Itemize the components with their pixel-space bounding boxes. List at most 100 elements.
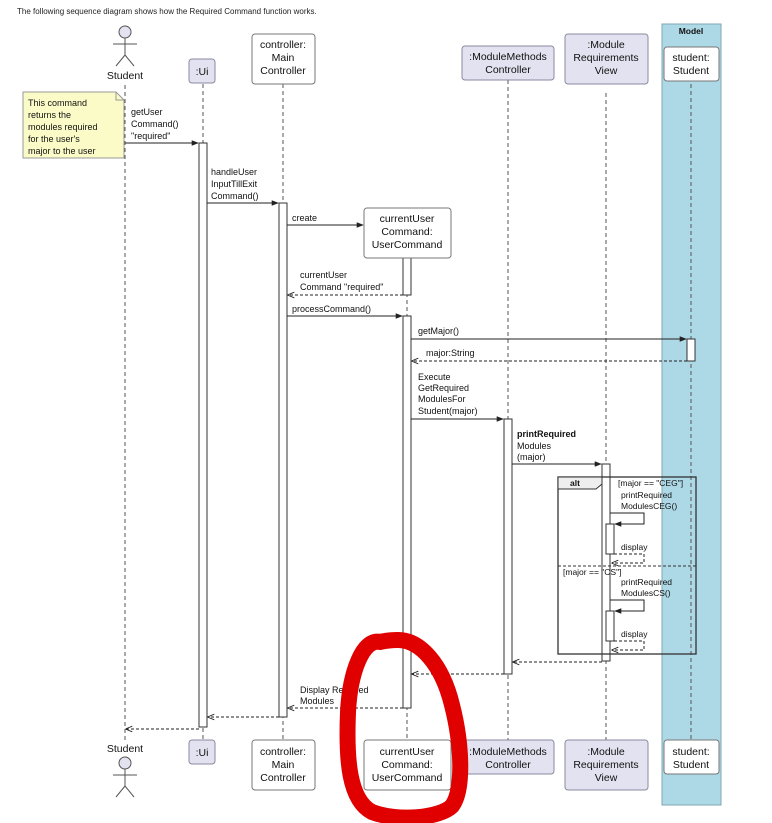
svg-text:GetRequired: GetRequired: [418, 383, 469, 393]
svg-text:student:: student:: [672, 746, 709, 758]
svg-text:printRequired: printRequired: [517, 429, 576, 439]
svg-text:processCommand(): processCommand(): [292, 304, 371, 314]
svg-text:Execute: Execute: [418, 372, 451, 382]
svg-text:[major == "CS"]: [major == "CS"]: [563, 567, 621, 577]
svg-text:display: display: [621, 629, 648, 639]
svg-text:UserCommand: UserCommand: [372, 772, 443, 784]
message-create: create: [287, 213, 364, 228]
svg-text:[major == "CEG"]: [major == "CEG"]: [618, 478, 683, 488]
svg-text:(major): (major): [517, 452, 546, 462]
command-note: This command returns the modules require…: [22, 91, 125, 159]
svg-text:Main: Main: [272, 52, 295, 64]
svg-text:printRequired: printRequired: [621, 490, 672, 500]
message-get-user-command: getUser Command() "required": [125, 107, 199, 146]
participant-main-controller-top: controller: Main Controller: [251, 33, 316, 85]
svg-text:Command:: Command:: [381, 226, 432, 238]
svg-text:Display Required: Display Required: [300, 685, 369, 695]
svg-text:Main: Main: [272, 759, 295, 771]
svg-text::Module: :Module: [587, 746, 625, 758]
message-display-cs: display: [612, 629, 648, 650]
svg-text:printRequired: printRequired: [621, 577, 672, 587]
svg-text:Command(): Command(): [131, 119, 179, 129]
svg-text::ModuleMethods: :ModuleMethods: [469, 51, 547, 63]
svg-text:"required": "required": [131, 131, 170, 141]
message-print-cs: printRequired ModulesCS(): [610, 577, 672, 614]
svg-text:currentUser: currentUser: [300, 270, 347, 280]
svg-text:major:String: major:String: [426, 348, 475, 358]
svg-text:create: create: [292, 213, 317, 223]
participant-requirements-view-top: :Module Requirements View: [564, 33, 649, 85]
svg-text:Command:: Command:: [381, 759, 432, 771]
svg-text:InputTillExit: InputTillExit: [211, 179, 258, 189]
svg-text:Command(): Command(): [211, 191, 259, 201]
svg-text:display: display: [621, 542, 648, 552]
return-messages: [126, 662, 602, 729]
svg-text::ModuleMethods: :ModuleMethods: [469, 746, 547, 758]
participant-ui-bottom: :Ui: [188, 739, 216, 765]
svg-text:major to the user: major to the user: [28, 146, 96, 156]
svg-text:Controller: Controller: [260, 772, 306, 784]
message-print-required: printRequired Modules (major): [512, 429, 602, 467]
svg-text:Controller: Controller: [485, 64, 531, 76]
svg-text:alt: alt: [570, 478, 580, 488]
svg-text:Command "required": Command "required": [300, 282, 383, 292]
message-get-major: getMajor(): [411, 326, 687, 342]
participant-student-bottom: Student: [107, 743, 143, 798]
svg-text:Controller: Controller: [260, 65, 306, 77]
svg-text:returns the: returns the: [28, 110, 71, 120]
svg-text:getMajor(): getMajor(): [418, 326, 459, 336]
message-handle-user-input: handleUser InputTillExit Command(): [207, 167, 279, 206]
svg-text:currentUser: currentUser: [380, 213, 435, 225]
message-create-return: currentUser Command "required": [288, 270, 403, 295]
svg-text:for the user's: for the user's: [28, 134, 80, 144]
participant-module-methods-bottom: :ModuleMethods Controller: [461, 739, 555, 775]
message-process-command: processCommand(): [287, 304, 403, 319]
svg-text:controller:: controller:: [260, 39, 306, 51]
svg-text:Student: Student: [673, 65, 709, 77]
participant-ui-top: :Ui: [188, 58, 216, 84]
participant-requirements-view-bottom: :Module Requirements View: [564, 739, 649, 791]
alt-fragment: alt [major == "CEG"] [major == "CS"]: [557, 476, 697, 655]
svg-text:UserCommand: UserCommand: [372, 239, 443, 251]
svg-text:ModulesCEG(): ModulesCEG(): [621, 501, 677, 511]
svg-text:Student(major): Student(major): [418, 406, 478, 416]
model-box-label: Model: [679, 26, 704, 36]
message-display-required: Display Required Modules: [300, 685, 369, 706]
svg-text:ModulesCS(): ModulesCS(): [621, 588, 671, 598]
participant-student-object-top: student: Student: [663, 46, 720, 82]
activation-bars: [198, 142, 696, 728]
svg-text:Student: Student: [673, 759, 709, 771]
participant-main-controller-bottom: controller: Main Controller: [251, 739, 316, 791]
svg-text:currentUser: currentUser: [380, 746, 435, 758]
participant-user-command-created: currentUser Command: UserCommand: [363, 207, 452, 259]
intro-caption: The following sequence diagram shows how…: [17, 7, 317, 16]
svg-text:controller:: controller:: [260, 746, 306, 758]
message-get-major-return: major:String: [412, 348, 687, 361]
svg-text:Modules: Modules: [517, 441, 552, 451]
participant-student-label: Student: [107, 70, 143, 82]
message-display-ceg: display: [612, 542, 648, 563]
svg-text::Module: :Module: [587, 39, 625, 51]
svg-text::Ui: :Ui: [196, 747, 209, 759]
red-annotation-circle: [339, 632, 469, 823]
participant-module-methods-top: :ModuleMethods Controller: [461, 45, 555, 81]
participant-ui-label: :Ui: [196, 66, 209, 78]
message-execute: Execute GetRequired ModulesFor Student(m…: [411, 372, 504, 422]
svg-text:Requirements: Requirements: [573, 759, 638, 771]
svg-text:getUser: getUser: [131, 107, 163, 117]
participant-user-command-bottom: currentUser Command: UserCommand: [363, 739, 452, 791]
participant-student-object-bottom: student: Student: [663, 739, 720, 775]
svg-text:handleUser: handleUser: [211, 167, 257, 177]
svg-text:View: View: [595, 772, 618, 784]
svg-text:This command: This command: [28, 98, 87, 108]
svg-text:Student: Student: [107, 743, 143, 755]
svg-text:modules required: modules required: [28, 122, 98, 132]
svg-text:ModulesFor: ModulesFor: [418, 394, 466, 404]
svg-text:View: View: [595, 65, 618, 77]
svg-text:Modules: Modules: [300, 696, 335, 706]
svg-text:Controller: Controller: [485, 759, 531, 771]
svg-text:student:: student:: [672, 52, 709, 64]
message-print-ceg: printRequired ModulesCEG(): [610, 490, 677, 527]
participant-student-top: Student: [107, 25, 143, 82]
